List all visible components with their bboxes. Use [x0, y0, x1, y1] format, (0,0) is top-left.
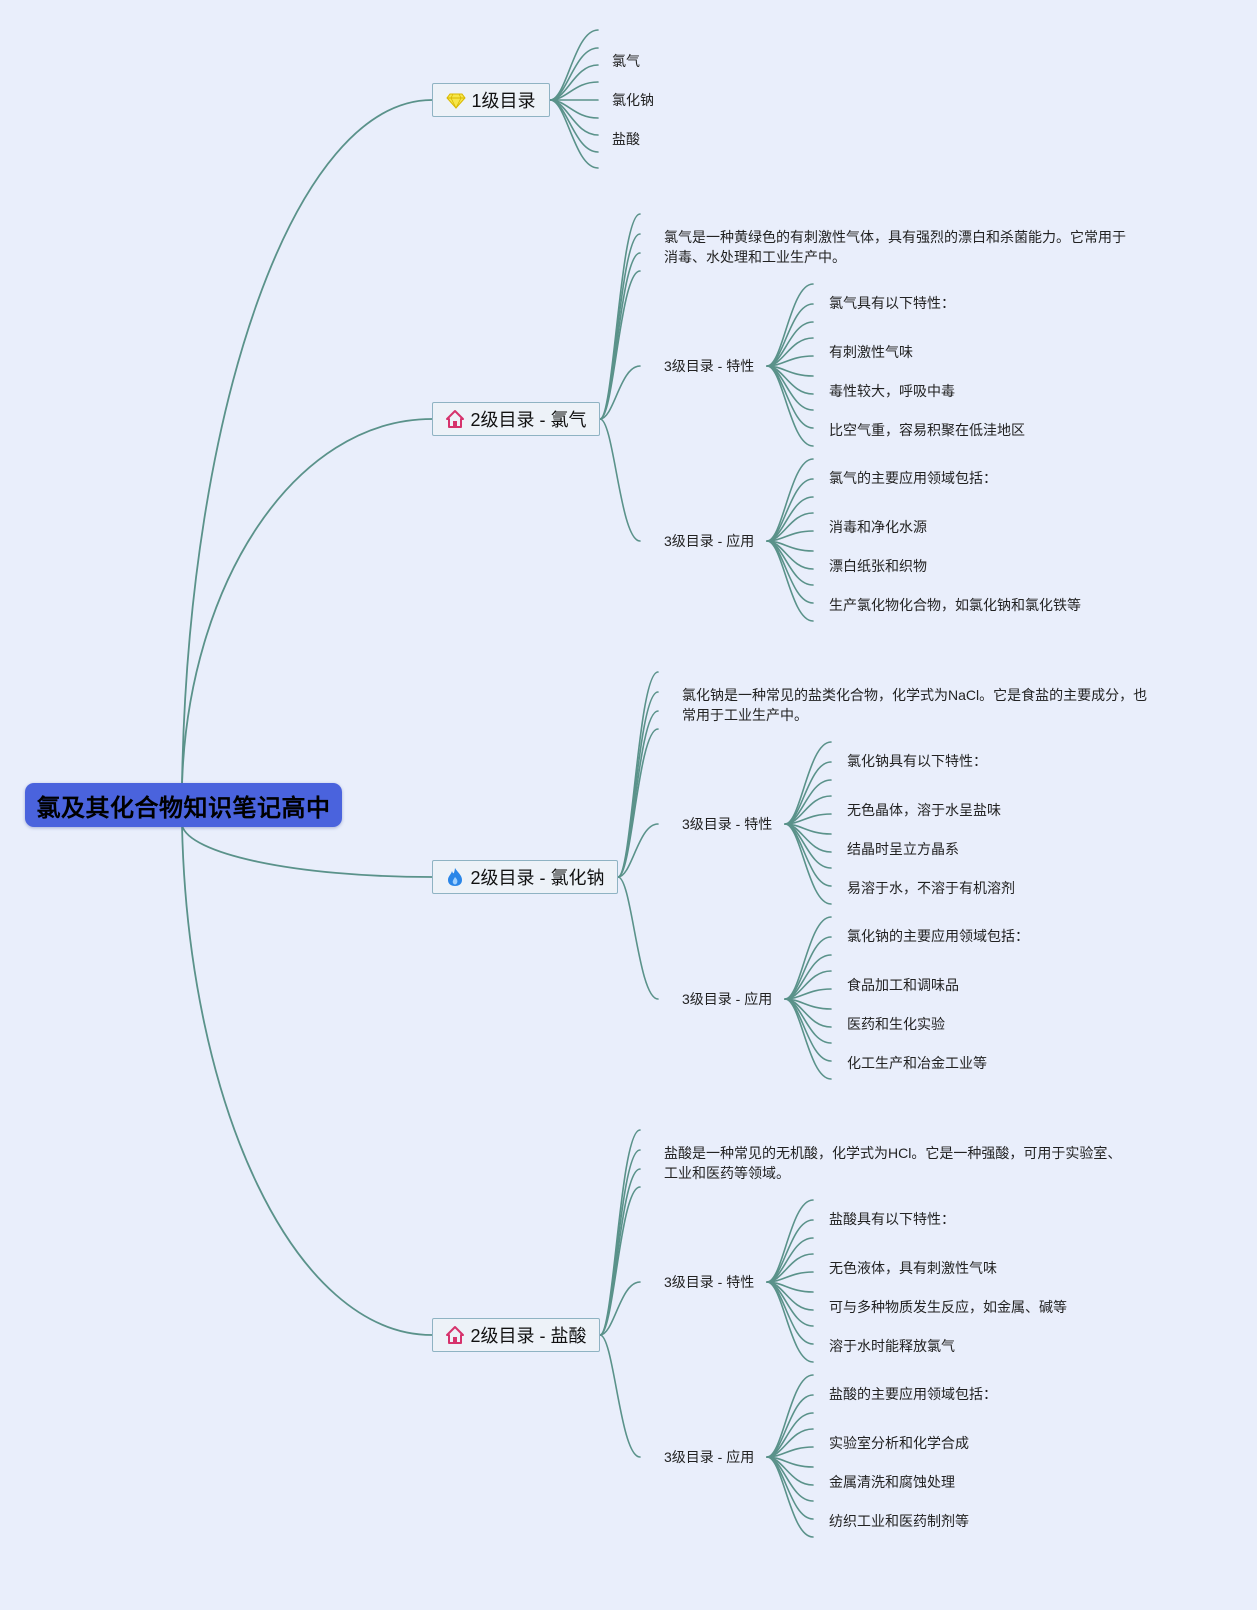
fire-icon — [445, 867, 465, 887]
section-node[interactable]: 2级目录 - 氯化钠 — [432, 860, 618, 894]
leaf-item[interactable]: 纺织工业和医药制剂等 — [829, 1513, 969, 1529]
leaf-item[interactable]: 毒性较大，呼吸中毒 — [829, 383, 955, 399]
section-link — [599, 418, 641, 542]
subsection-link — [784, 823, 832, 905]
toc-item[interactable]: 氯气 — [612, 53, 640, 69]
leaf-item[interactable]: 医药和生化实验 — [847, 1016, 945, 1032]
section-node[interactable]: 2级目录 - 氯气 — [432, 402, 600, 436]
section-link — [617, 728, 659, 878]
root-topic-label: 氯及其化合物知识笔记高中 — [36, 794, 331, 822]
leaf-item[interactable]: 氯化钠具有以下特性： — [847, 753, 987, 769]
subsection-link — [784, 998, 832, 1080]
house-icon — [445, 409, 465, 429]
leaf-item[interactable]: 无色晶体，溶于水呈盐味 — [847, 802, 1001, 818]
subsection-link — [766, 365, 814, 447]
subsection-label[interactable]: 3级目录 - 特性 — [664, 358, 755, 374]
house-icon — [445, 1325, 465, 1345]
leaf-item[interactable]: 溶于水时能释放氯气 — [829, 1338, 955, 1354]
leaf-item[interactable]: 氯气具有以下特性： — [829, 295, 955, 311]
subsection-label[interactable]: 3级目录 - 特性 — [682, 816, 773, 832]
section-link — [599, 365, 641, 420]
section-node-label: 2级目录 - 氯气 — [470, 410, 587, 430]
leaf-item[interactable]: 食品加工和调味品 — [847, 977, 959, 993]
subsection-link — [784, 741, 832, 825]
section-link — [599, 1281, 641, 1336]
section-intro: 氯化钠是一种常见的盐类化合物，化学式为NaCl。它是食盐的主要成分，也常用于工业… — [682, 687, 1148, 723]
toc-item[interactable]: 氯化钠 — [612, 92, 654, 108]
section-link — [617, 876, 659, 1000]
leaf-item[interactable]: 盐酸具有以下特性： — [829, 1211, 955, 1227]
leaf-item[interactable]: 消毒和净化水源 — [829, 519, 927, 535]
subsection-link — [766, 1374, 814, 1458]
toc-node-label: 1级目录 — [471, 91, 536, 111]
root-link — [181, 824, 433, 878]
leaf-item[interactable]: 氯气的主要应用领域包括： — [829, 470, 997, 486]
section-intro: 盐酸是一种常见的无机酸，化学式为HCl。它是一种强酸，可用于实验室、工业和医药等… — [664, 1145, 1122, 1181]
subsection-link — [766, 540, 814, 622]
root-topic[interactable]: 氯及其化合物知识笔记高中 — [25, 783, 342, 827]
leaf-item[interactable]: 比空气重，容易积聚在低洼地区 — [829, 422, 1025, 438]
leaf-item[interactable]: 化工生产和冶金工业等 — [847, 1055, 987, 1071]
diamond-icon — [446, 90, 467, 110]
toc-link — [549, 99, 599, 169]
leaf-item[interactable]: 有刺激性气味 — [829, 344, 913, 360]
leaf-item[interactable]: 盐酸的主要应用领域包括： — [829, 1386, 997, 1402]
subsection-label[interactable]: 3级目录 - 特性 — [664, 1274, 755, 1290]
leaf-item[interactable]: 实验室分析和化学合成 — [829, 1435, 969, 1451]
section-link — [599, 1334, 641, 1458]
subsection-label[interactable]: 3级目录 - 应用 — [682, 991, 773, 1007]
leaf-item[interactable]: 结晶时呈立方晶系 — [847, 841, 959, 857]
leaf-item[interactable]: 金属清洗和腐蚀处理 — [829, 1474, 955, 1490]
subsection-link — [766, 1199, 814, 1283]
leaf-item[interactable]: 无色液体，具有刺激性气味 — [829, 1260, 997, 1276]
subsection-link — [766, 458, 814, 542]
subsection-label[interactable]: 3级目录 - 应用 — [664, 533, 755, 549]
subsection-link — [766, 1456, 814, 1538]
section-link — [599, 270, 641, 420]
root-link — [181, 418, 433, 786]
subsection-link — [766, 283, 814, 367]
toc-link — [549, 47, 599, 101]
toc-node[interactable]: 1级目录 — [432, 83, 550, 117]
section-link — [617, 823, 659, 878]
root-link — [181, 99, 433, 786]
section-node-label: 2级目录 - 氯化钠 — [470, 868, 605, 888]
toc-item[interactable]: 盐酸 — [612, 131, 640, 147]
toc-link — [549, 99, 599, 153]
section-node[interactable]: 2级目录 - 盐酸 — [432, 1318, 600, 1352]
subsection-link — [784, 916, 832, 1000]
section-node-label: 2级目录 - 盐酸 — [470, 1326, 587, 1346]
section-link — [599, 1186, 641, 1336]
leaf-item[interactable]: 生产氯化物化合物，如氯化钠和氯化铁等 — [829, 597, 1081, 613]
leaf-item[interactable]: 可与多种物质发生反应，如金属、碱等 — [829, 1299, 1067, 1315]
section-intro: 氯气是一种黄绿色的有刺激性气体，具有强烈的漂白和杀菌能力。它常用于消毒、水处理和… — [664, 229, 1126, 265]
root-link — [181, 824, 433, 1336]
subsection-link — [766, 1281, 814, 1363]
leaf-item[interactable]: 漂白纸张和织物 — [829, 558, 927, 574]
subsection-label[interactable]: 3级目录 - 应用 — [664, 1449, 755, 1465]
leaf-item[interactable]: 易溶于水，不溶于有机溶剂 — [847, 880, 1015, 896]
leaf-item[interactable]: 氯化钠的主要应用领域包括： — [847, 928, 1029, 944]
